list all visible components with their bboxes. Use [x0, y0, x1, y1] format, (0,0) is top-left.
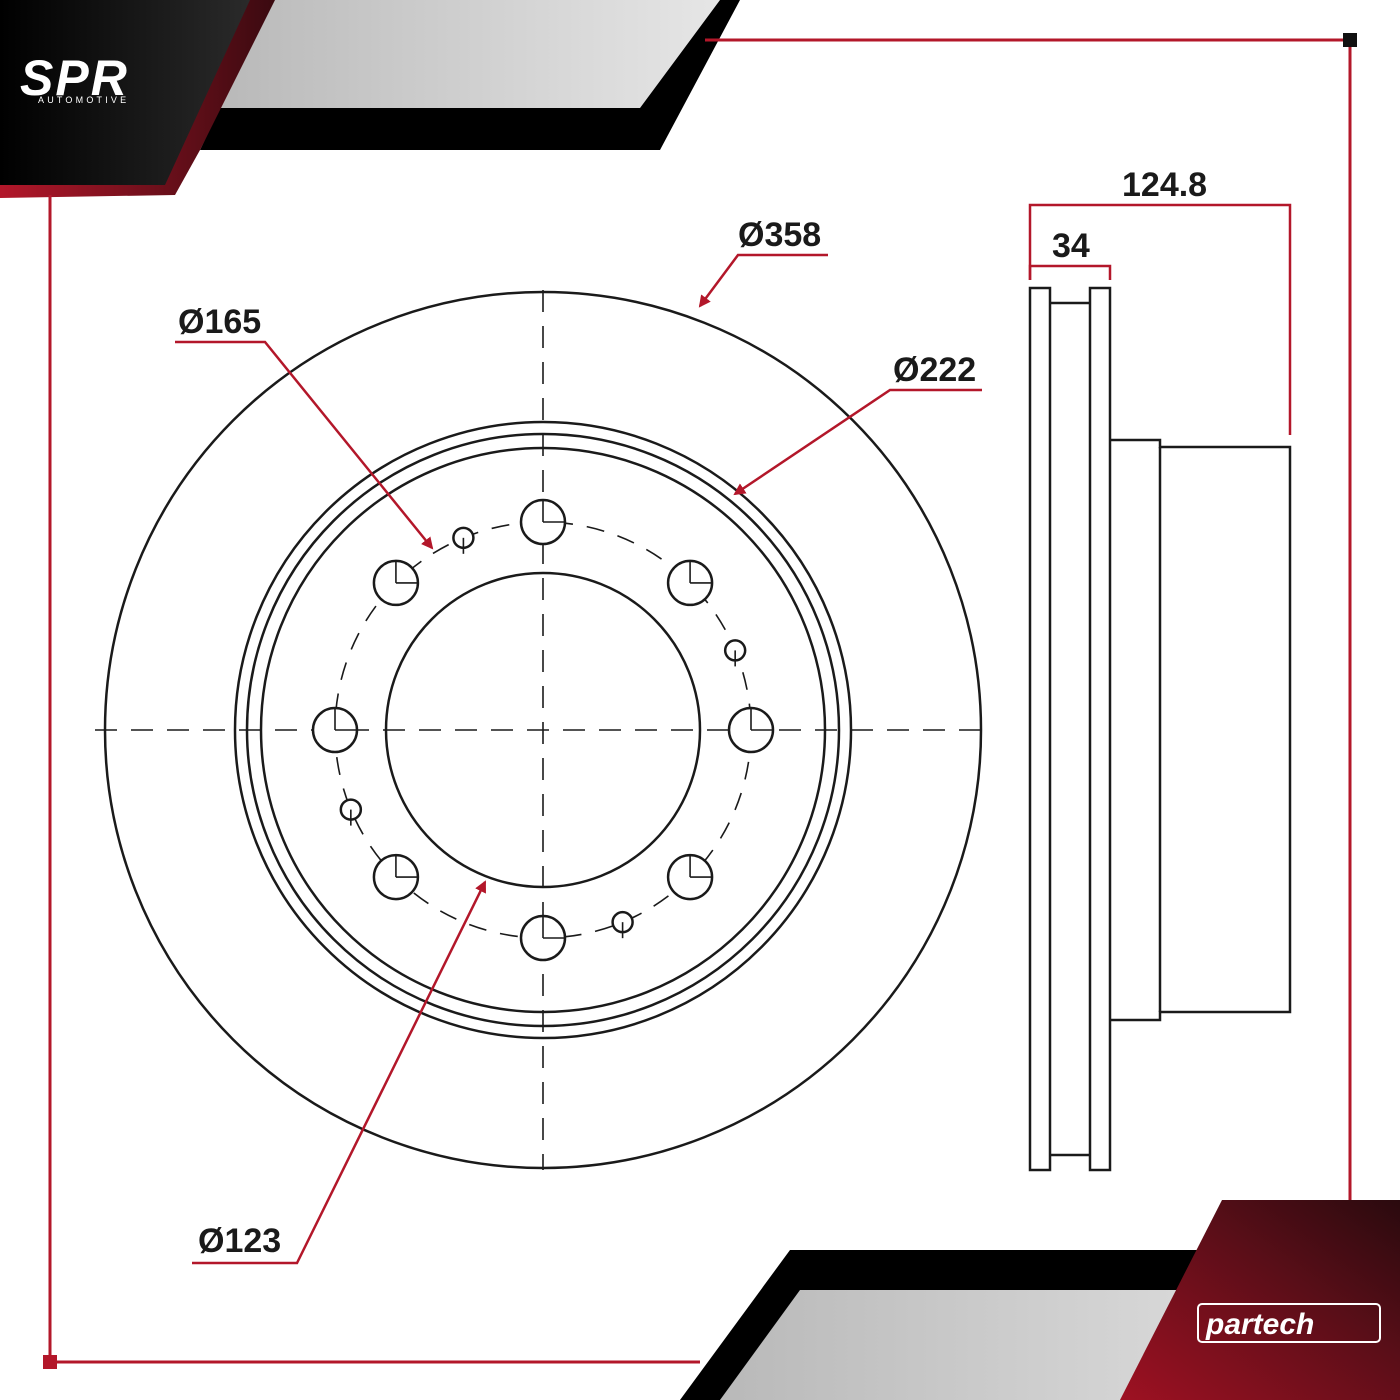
footer-banner: partech [680, 1200, 1400, 1400]
frame-corner-top-right [1343, 33, 1357, 47]
frame-corner-bottom-left [43, 1355, 57, 1369]
spr-logo: SPR AUTOMOTIVE [20, 50, 129, 106]
dimension-total-height-label: 124.8 [1122, 166, 1207, 204]
partech-logo-box [1197, 1303, 1381, 1343]
header-gray-band [220, 0, 720, 108]
disc-side-outer-plate [1028, 286, 1052, 1172]
partech-logo-text: partech [1205, 1308, 1314, 1341]
bolt-hole [311, 706, 359, 754]
centerlines [95, 290, 990, 1170]
dimension-total-height-line [1028, 203, 1292, 435]
dimension-center-bore: Ø123 [192, 880, 487, 1265]
partech-logo: partech [1197, 1303, 1381, 1343]
header-banner: SPR AUTOMOTIVE [0, 0, 740, 198]
bolt-hole [666, 853, 714, 901]
disc-side-hat [1110, 438, 1292, 1022]
small-holes [339, 526, 747, 939]
small-hole [452, 526, 475, 554]
bolt-hole [666, 559, 714, 607]
small-hole [339, 798, 363, 826]
footer-red-block [1120, 1200, 1400, 1400]
disc-side-inner-plate [1088, 286, 1112, 1172]
spr-logo-text: SPR [20, 50, 129, 106]
small-hole [611, 910, 634, 939]
dimension-center-bore-label: Ø123 [198, 1222, 281, 1260]
bolt-hole [727, 706, 775, 754]
dimension-friction-inner-leader [733, 388, 982, 496]
dimension-outer-diameter: Ø358 [698, 216, 828, 308]
header-black-band [200, 0, 740, 150]
dimension-center-bore-leader [192, 880, 487, 1265]
dimension-thickness-label: 34 [1052, 227, 1090, 265]
small-hole [723, 639, 747, 667]
dimension-outer-diameter-label: Ø358 [738, 216, 821, 254]
dimension-thickness-line [1028, 264, 1112, 280]
disc-side-view [1028, 286, 1292, 1172]
header-black-block [0, 0, 250, 185]
bolt-hole [519, 498, 567, 546]
bolt-hole [519, 914, 567, 962]
dimension-friction-inner-label: Ø222 [893, 351, 976, 389]
bolt-hole [372, 559, 420, 607]
dimension-total-height: 124.8 [1028, 166, 1292, 435]
bolt-holes [311, 498, 775, 962]
dimension-thickness: 34 [1028, 227, 1112, 280]
frame [48, 38, 1352, 1364]
dimension-bolt-circle-leader [175, 340, 434, 550]
bolt-hole [372, 853, 420, 901]
spr-logo-subtext: AUTOMOTIVE [38, 95, 129, 105]
dimension-outer-diameter-leader [698, 253, 828, 308]
dimension-friction-inner: Ø222 [733, 351, 982, 496]
dimension-bolt-circle: Ø165 [175, 303, 434, 550]
dimension-bolt-circle-label: Ø165 [178, 303, 261, 341]
